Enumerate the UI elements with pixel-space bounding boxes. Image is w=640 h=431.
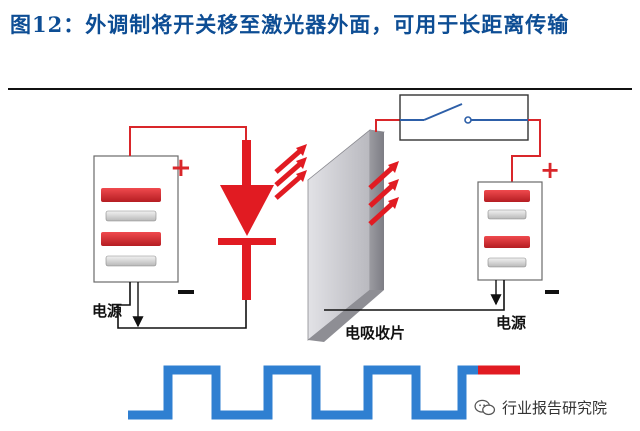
modulation-waveform xyxy=(128,365,520,420)
figure-title: 图12：外调制将开关移至激光器外面，可用于长距离传输 xyxy=(10,12,570,37)
slab-wire-top xyxy=(375,119,400,132)
right-minus-sign xyxy=(545,290,559,294)
switch-icon xyxy=(399,94,529,141)
right-battery-plate-negative-1 xyxy=(487,209,527,220)
left-minus-sign xyxy=(178,290,194,294)
wechat-icon xyxy=(474,399,496,415)
right-plus-sign: + xyxy=(540,156,560,184)
left-battery-plate-positive-1 xyxy=(101,188,161,202)
title-divider xyxy=(8,88,632,90)
right-battery xyxy=(477,181,543,281)
laser-diode-icon xyxy=(218,140,276,300)
left-battery-plate-negative-2 xyxy=(105,255,157,267)
modulated-emission-arrows xyxy=(368,161,399,226)
absorber-label: 电吸收片 xyxy=(345,324,406,342)
laser-emission-arrows xyxy=(274,144,307,200)
watermark-text: 行业报告研究院 xyxy=(502,399,608,417)
right-power-source-label: 电源 xyxy=(496,314,527,332)
left-wire-bottom xyxy=(117,282,247,329)
electro-absorption-slab xyxy=(307,129,385,342)
left-plus-sign: + xyxy=(170,153,192,183)
right-battery-plate-positive-2 xyxy=(484,236,530,248)
right-battery-plate-negative-2 xyxy=(487,257,527,268)
right-wire-bottom xyxy=(324,280,505,311)
left-battery xyxy=(93,155,179,283)
left-battery-plate-negative-1 xyxy=(105,210,157,222)
watermark: 行业报告研究院 xyxy=(470,395,612,420)
left-wire-top xyxy=(129,126,247,156)
switch-wire-right xyxy=(511,119,541,182)
right-battery-plate-positive-1 xyxy=(484,190,530,202)
left-power-source-label: 电源 xyxy=(92,302,123,320)
waveform-blue xyxy=(128,365,478,420)
left-battery-plate-positive-2 xyxy=(101,232,161,246)
